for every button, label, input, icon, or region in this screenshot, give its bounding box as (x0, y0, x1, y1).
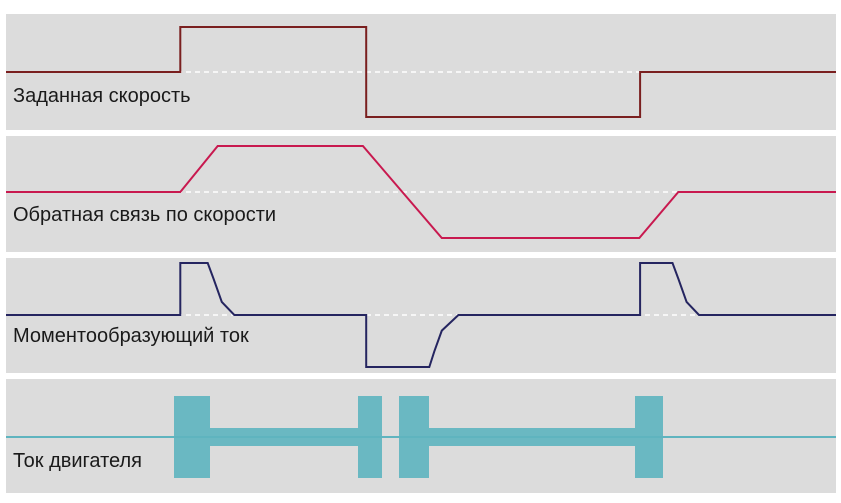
panel-torque-current: Моментообразующий ток (6, 258, 836, 373)
motor-current-label: Ток двигателя (13, 450, 142, 472)
panel-setpoint-speed: Заданная скорость (6, 14, 836, 130)
speed-feedback-label: Обратная связь по скорости (13, 204, 276, 226)
torque-current-trace (6, 262, 836, 368)
torque-current-label: Моментообразующий ток (13, 325, 249, 347)
setpoint-speed-trace (6, 26, 836, 118)
panel-speed-feedback: Обратная связь по скорости (6, 136, 836, 252)
panel-background (6, 136, 836, 252)
setpoint-speed-label: Заданная скорость (13, 85, 191, 107)
speed-feedback-trace (6, 145, 836, 239)
panel-motor-current: Ток двигателя (6, 379, 836, 493)
